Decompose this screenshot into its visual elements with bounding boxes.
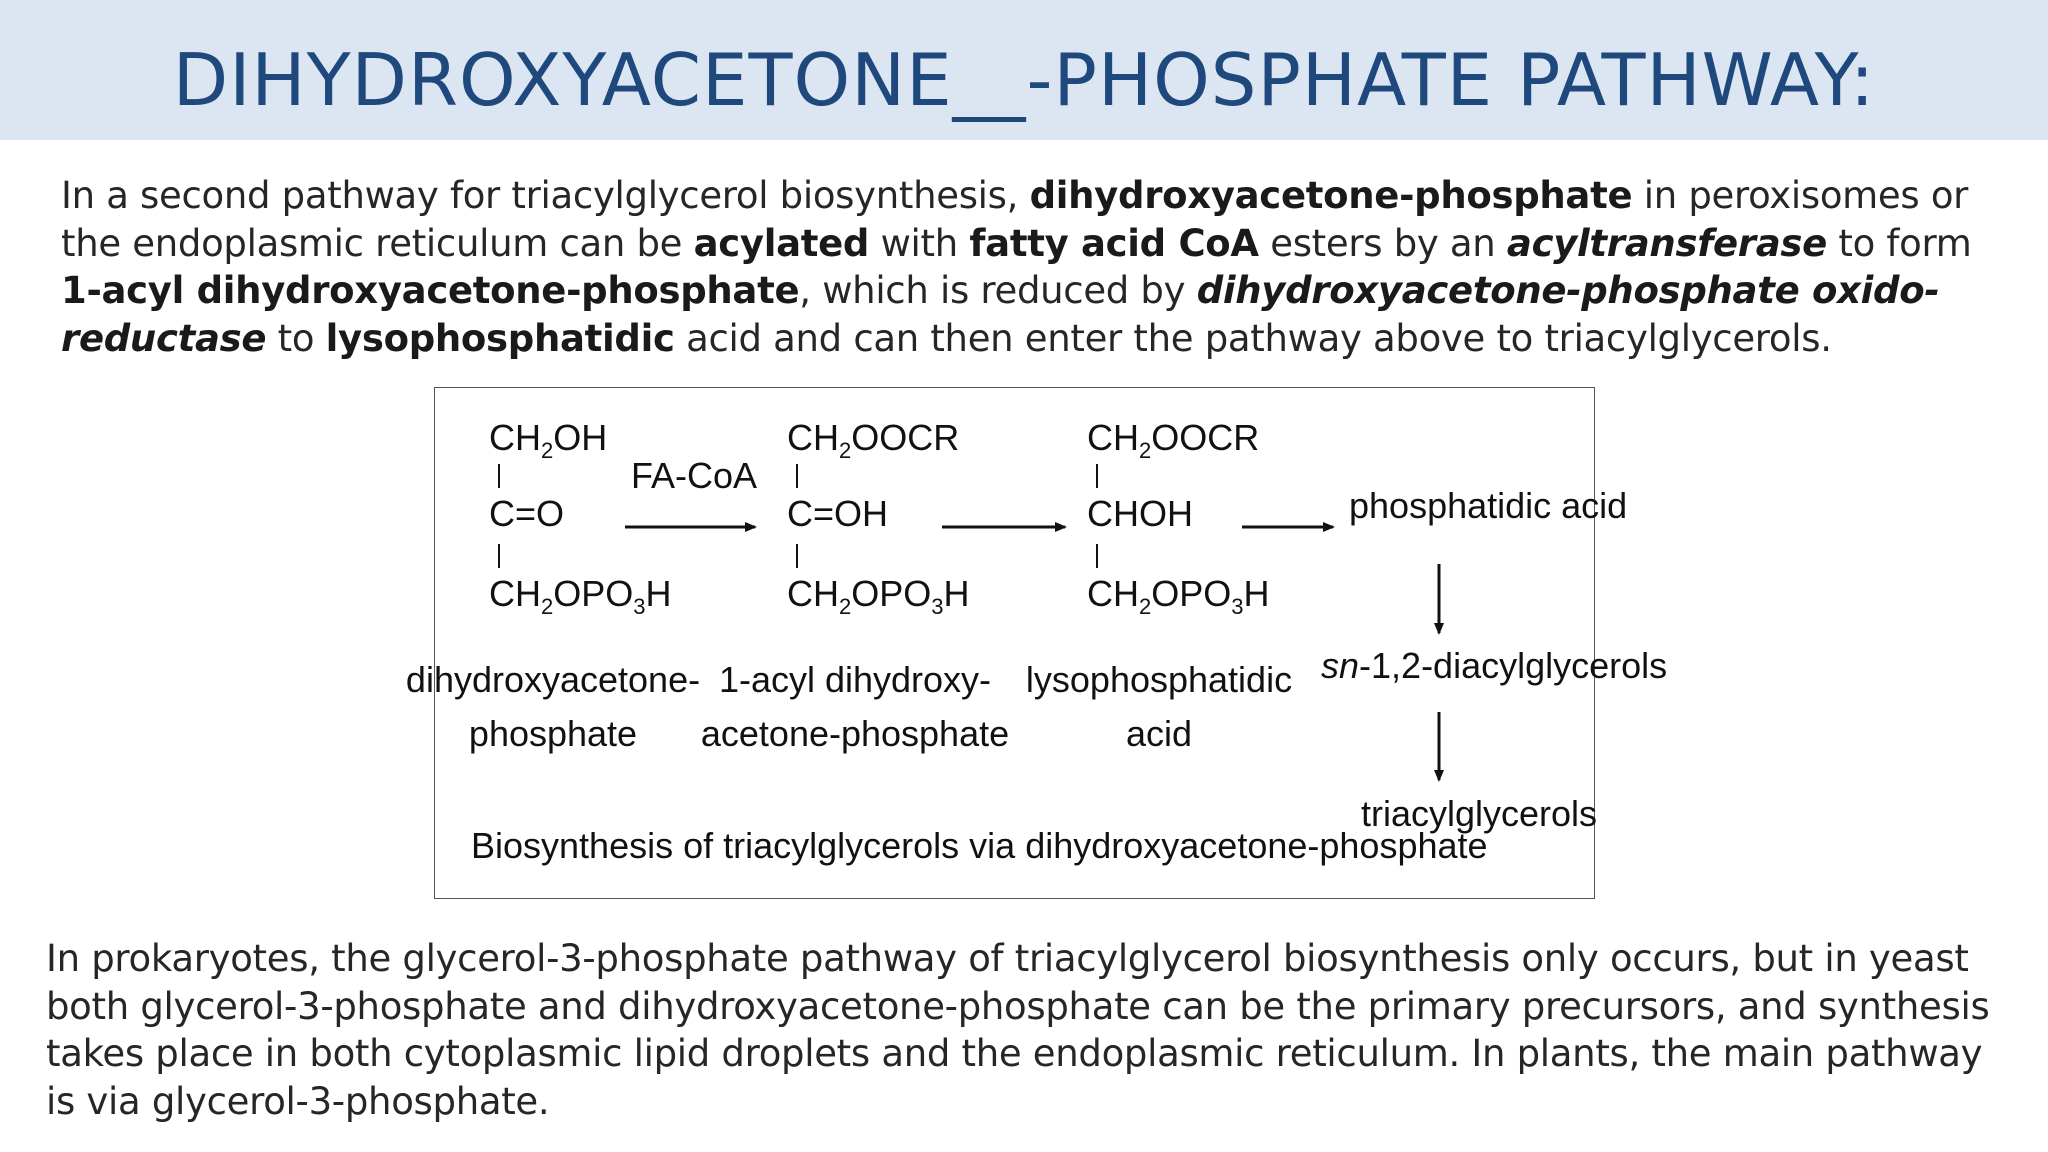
term-dhap: dihydroxyacetone-phosphate xyxy=(1029,174,1633,217)
para1-text: to form xyxy=(1826,221,1972,265)
compound-1-acyl-dhap: CH2OOCR C=OH CH2OPO3H 1-acyl dihydroxy- … xyxy=(701,417,1009,754)
formula-mid: C=O xyxy=(489,493,564,534)
para1-text: with xyxy=(869,221,970,265)
diacylglycerols: sn-1,2-diacylglycerols xyxy=(1321,645,1667,686)
term-1-acyl-dhap: 1-acyl dihydroxyacetone-phosphate xyxy=(61,269,800,312)
para1-text: in peroxisomes or the endoplasmic reticu… xyxy=(61,174,1969,265)
term-acylated: acylated xyxy=(693,221,870,265)
formula-top: CH2OOCR xyxy=(787,417,959,463)
term-lysophosphatidic: lysophosphatidic xyxy=(325,316,675,360)
title-bar: DIHYDROXYACETONE__-PHOSPHATE PATHWAY: xyxy=(0,0,2048,140)
formula-bottom: CH2OPO3H xyxy=(1087,573,1270,619)
para1-text: acid and can then enter the pathway abov… xyxy=(674,316,1832,360)
figure-caption: Biosynthesis of triacylglycerols via dih… xyxy=(471,825,1488,866)
term-oxido-reductase: dihydroxyacetone-phosphate oxido-reducta… xyxy=(61,269,1940,360)
para1-text: to xyxy=(266,316,326,360)
sn-prefix: sn xyxy=(1321,645,1359,686)
triacylglycerols: triacylglycerols xyxy=(1361,793,1597,834)
label-acyl-2: acetone-phosphate xyxy=(701,713,1009,754)
term-acyltransferase: acyltransferase xyxy=(1506,221,1827,265)
label-lyso-2: acid xyxy=(1126,713,1192,754)
summary-paragraph: In prokaryotes, the glycerol-3-phosphate… xyxy=(46,937,1990,1123)
term-fatty-acid-coa: fatty acid CoA xyxy=(969,221,1259,265)
formula-mid: C=OH xyxy=(787,493,888,534)
formula-mid: CHOH xyxy=(1087,493,1193,534)
intro-paragraph: In a second pathway for triacylglycerol … xyxy=(61,172,2011,362)
phosphatidic-acid: phosphatidic acid xyxy=(1349,485,1627,526)
formula-top: CH2OOCR xyxy=(1087,417,1259,463)
pathway-figure: CH2OH C=O CH2OPO3H dihydroxyacetone- pho… xyxy=(406,387,1667,899)
pathway-diagram: CH2OH C=O CH2OPO3H dihydroxyacetone- pho… xyxy=(406,417,1667,866)
compound-lysophosphatidic-acid: CH2OOCR CHOH CH2OPO3H lysophosphatidic a… xyxy=(1026,417,1292,754)
label-lyso-1: lysophosphatidic xyxy=(1026,659,1292,700)
label-dhap-1: dihydroxyacetone- xyxy=(406,659,700,700)
formula-bottom: CH2OPO3H xyxy=(787,573,970,619)
dag-rest: -1,2-diacylglycerols xyxy=(1359,645,1667,686)
compound-dhap: CH2OH C=O CH2OPO3H dihydroxyacetone- pho… xyxy=(406,417,700,754)
formula-top: CH2OH xyxy=(489,417,607,463)
formula-bottom: CH2OPO3H xyxy=(489,573,672,619)
label-acyl-1: 1-acyl dihydroxy- xyxy=(719,659,991,700)
enzyme-fa-coa: FA-CoA xyxy=(631,455,757,496)
slide-title: DIHYDROXYACETONE__-PHOSPHATE PATHWAY: xyxy=(172,38,1876,122)
label-dhap-2: phosphate xyxy=(469,713,637,754)
para1-text: , which is reduced by xyxy=(799,269,1197,312)
para1-text: esters by an xyxy=(1258,221,1507,265)
para1-text: In a second pathway for triacylglycerol … xyxy=(61,174,1030,217)
